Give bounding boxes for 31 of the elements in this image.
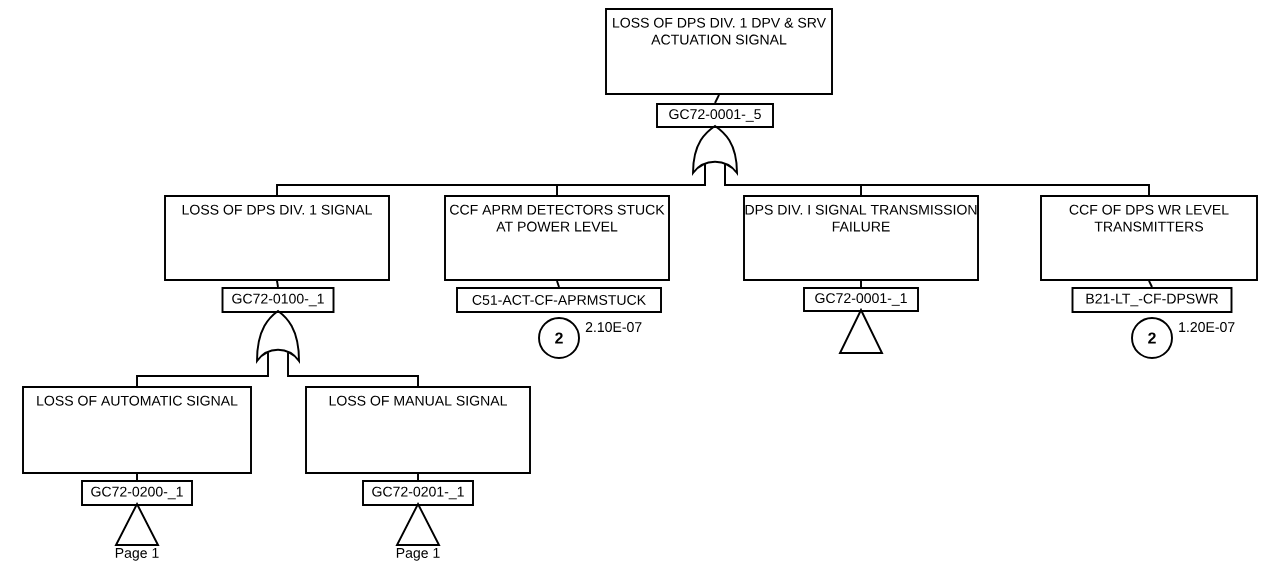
id-box: B21-LT_-CF-DPSWR: [1071, 287, 1233, 313]
id-box: GC72-0100-_1: [221, 287, 335, 313]
or-gate: [692, 125, 738, 174]
event-box: CCF APRM DETECTORS STUCK AT POWER LEVEL: [444, 195, 670, 281]
id-box: GC72-0201-_1: [362, 480, 474, 506]
id-box: C51-ACT-CF-APRMSTUCK: [456, 287, 662, 313]
id-box: GC72-0200-_1: [81, 480, 193, 506]
event-box: LOSS OF DPS DIV. 1 SIGNAL: [164, 195, 390, 281]
connector-line: [136, 472, 138, 481]
connector-line: [714, 93, 720, 104]
page-label: Page 1: [115, 548, 159, 561]
connector-line: [556, 279, 560, 288]
connector-line: [860, 279, 862, 288]
connector-line: [287, 351, 419, 387]
connector-line: [136, 351, 269, 387]
event-box: LOSS OF DPS DIV. 1 DPV & SRV ACTUATION SIGNAL: [605, 8, 833, 95]
event-box: LOSS OF MANUAL SIGNAL: [305, 386, 531, 474]
probability-label: 1.20E-07: [1179, 322, 1235, 333]
event-box: CCF OF DPS WR LEVEL TRANSMITTERS: [1040, 195, 1258, 281]
id-box: GC72-0001-_1: [803, 287, 919, 312]
page-label: Page 1: [396, 548, 440, 561]
event-box: DPS DIV. I SIGNAL TRANSMISSION FAILURE: [743, 195, 979, 281]
or-gate: [256, 310, 300, 362]
connector-line: [417, 472, 419, 481]
connector-line: [724, 163, 1150, 196]
connector-line: [276, 279, 279, 288]
connector-line: [556, 163, 706, 196]
id-box: GC72-0001-_5: [656, 103, 774, 128]
event-box: LOSS OF AUTOMATIC SIGNAL: [22, 386, 252, 474]
connector-line: [1148, 279, 1153, 288]
probability-label: 2.10E-07: [585, 322, 642, 333]
